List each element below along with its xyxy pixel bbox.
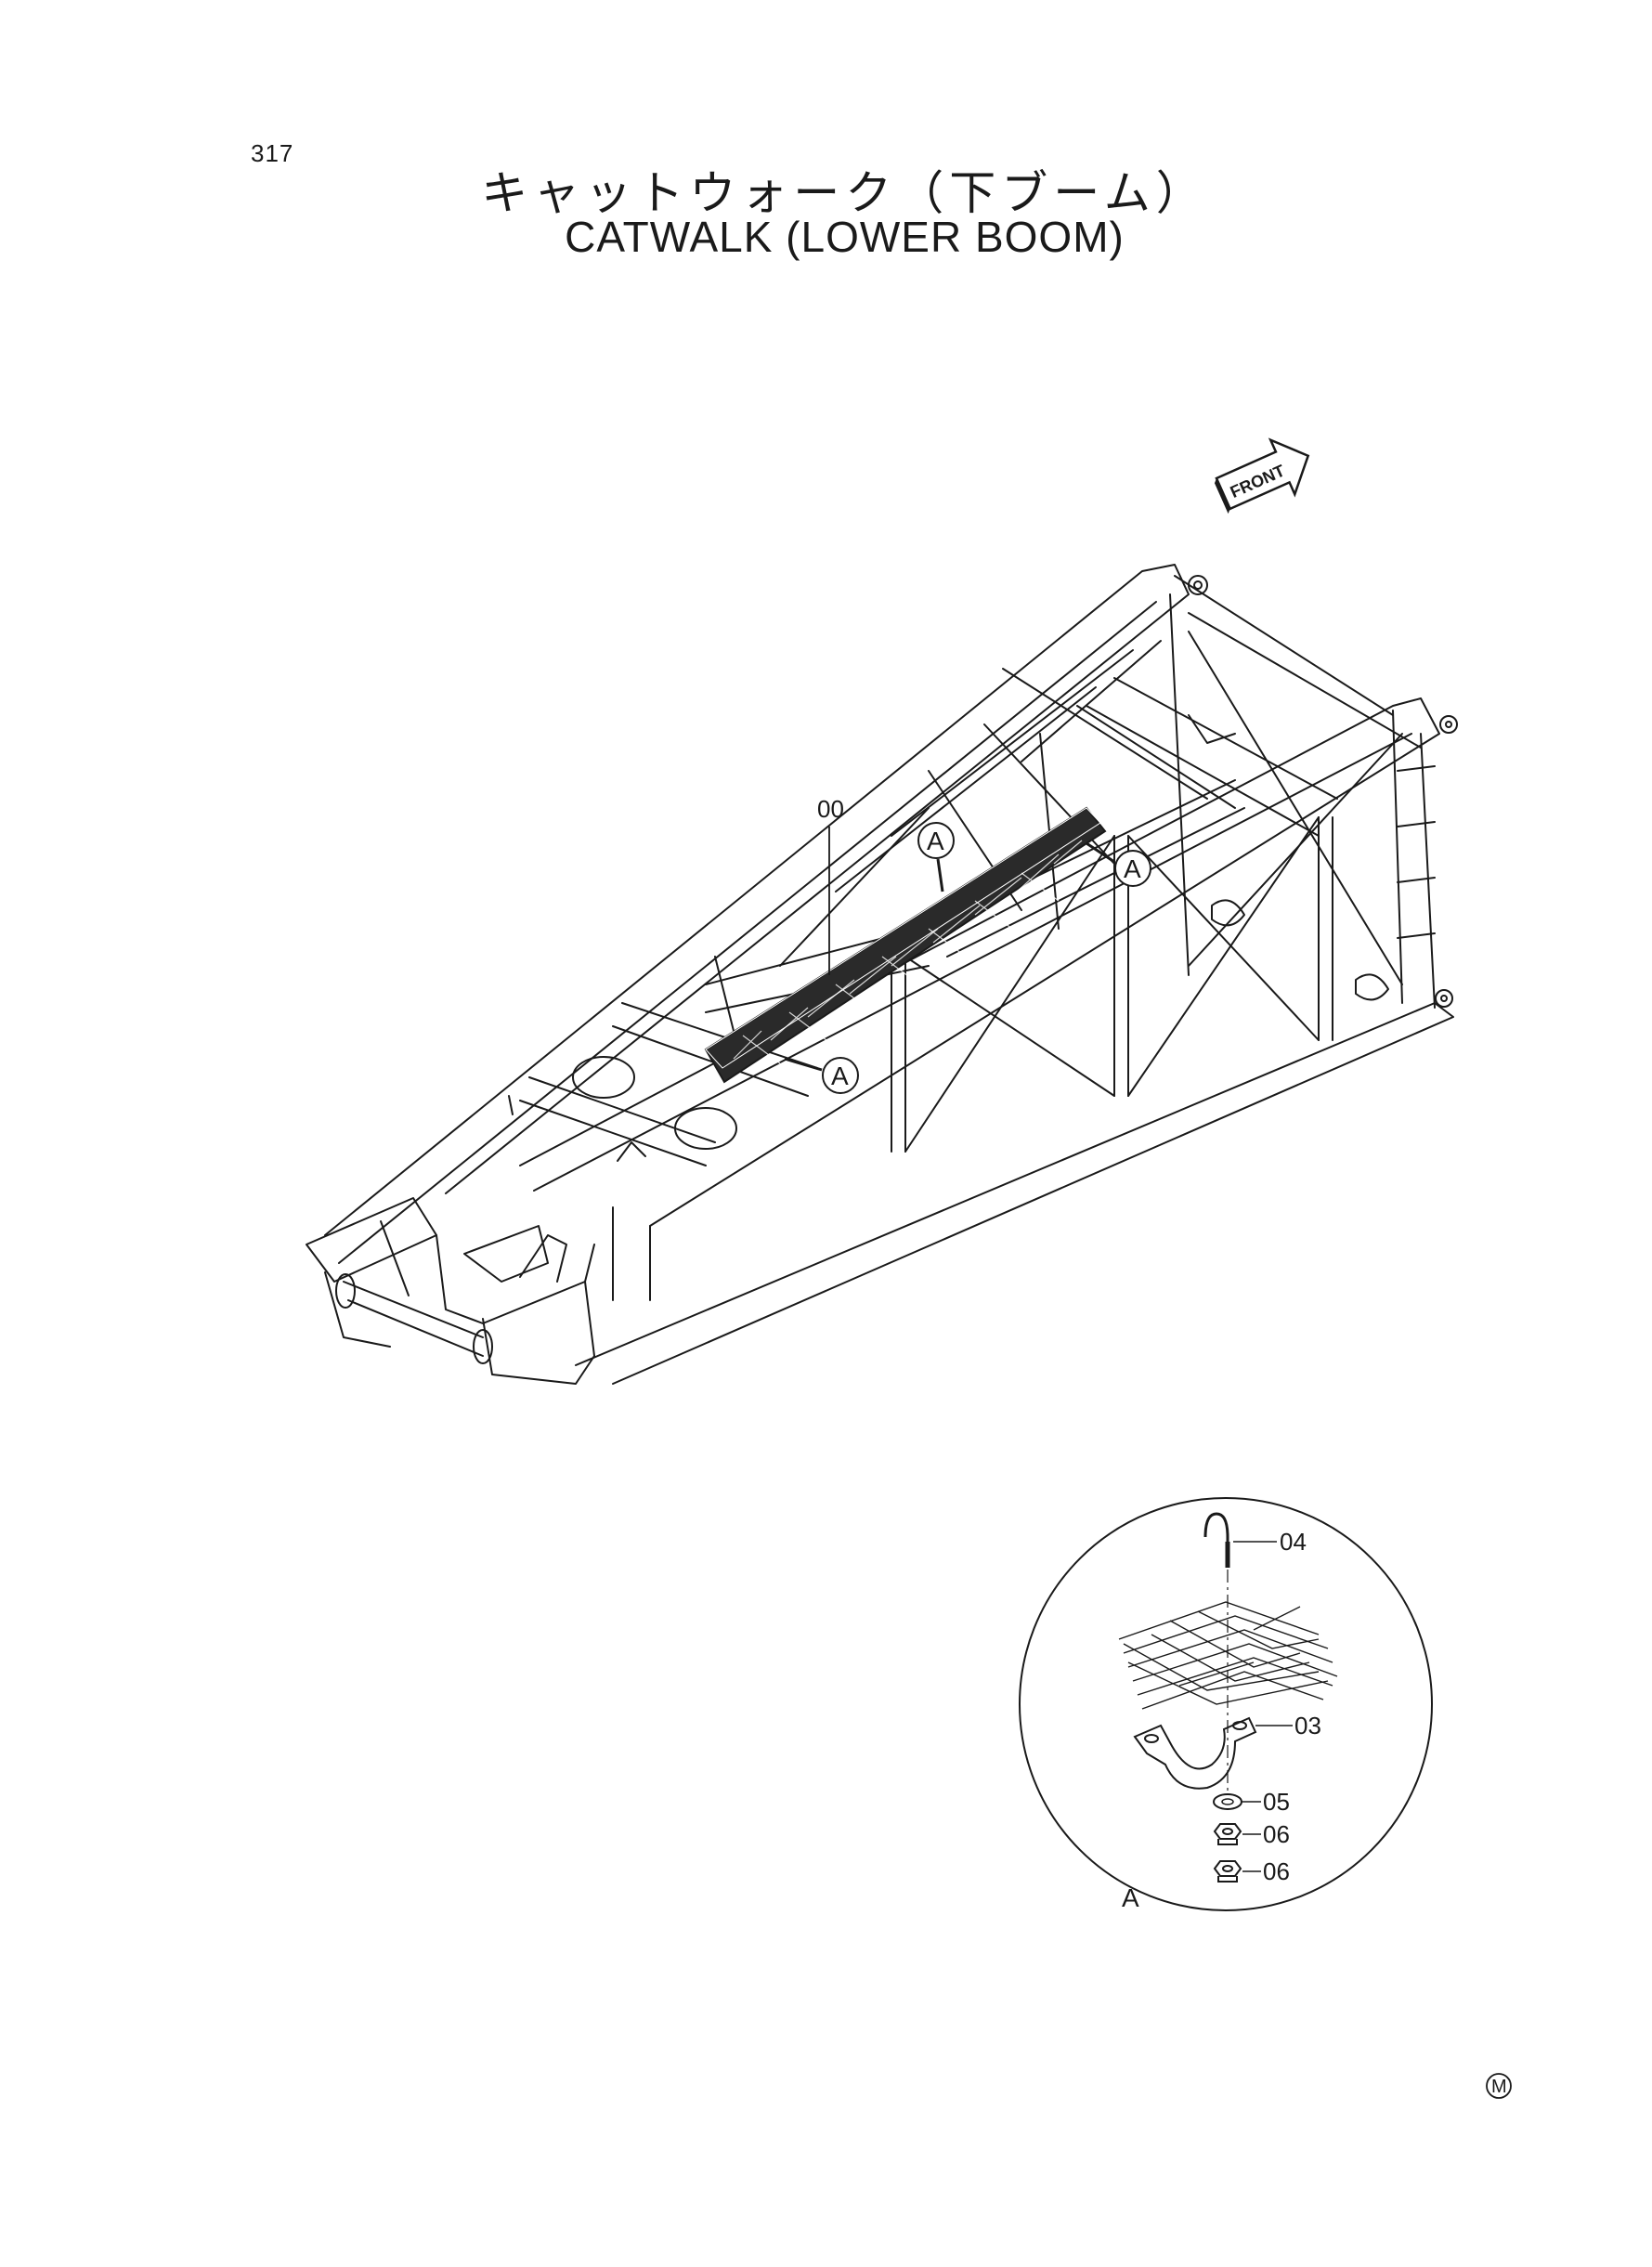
catwalk-plate-icon — [704, 806, 1107, 1084]
detail-view-a: A 04 — [1019, 1497, 1433, 1912]
detail-view-label: A — [1122, 1883, 1139, 1912]
part-label-06: 06 — [1263, 1857, 1290, 1885]
page-number: 317 — [251, 139, 294, 167]
part-label-03: 03 — [1294, 1712, 1321, 1739]
clamp-plate-icon — [1133, 1716, 1257, 1790]
u-bolt-icon — [1203, 1512, 1230, 1568]
callout-catwalk: 00 — [817, 795, 844, 975]
detail-ref-a-1: A — [917, 822, 955, 892]
page-title: CATWALK (LOWER BOOM) — [565, 213, 1125, 261]
footer-mark-label: M — [1491, 2077, 1507, 2097]
detail-ref-a-3: A — [784, 1057, 859, 1094]
front-arrow-icon: FRONT — [1214, 437, 1310, 515]
nut-icon — [1213, 1860, 1242, 1883]
page-title-japanese: キャットウォーク（下ブーム） — [481, 166, 1208, 220]
washer-icon — [1213, 1793, 1242, 1810]
detail-ref-label: A — [1124, 854, 1141, 883]
detail-ref-label: A — [831, 1062, 849, 1090]
part-label-04: 04 — [1280, 1528, 1307, 1556]
callout-00-label: 00 — [817, 795, 844, 823]
detail-ref-a-2: A — [1086, 841, 1151, 887]
lower-boom-frame — [306, 564, 1458, 1385]
grating-section-icon — [1118, 1601, 1338, 1710]
part-label-05: 05 — [1263, 1788, 1290, 1816]
nut-icon — [1213, 1823, 1242, 1845]
detail-ref-label: A — [927, 827, 944, 855]
part-label-06: 06 — [1263, 1820, 1290, 1848]
footer-mark: M — [1486, 2073, 1512, 2099]
